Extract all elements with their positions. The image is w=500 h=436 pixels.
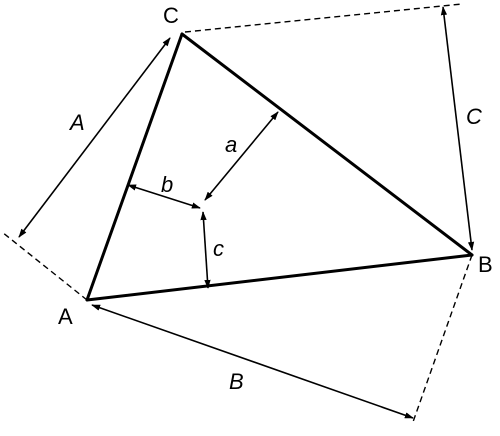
distance-label-b: b [161,172,173,197]
distance-label-c: c [213,236,224,261]
side-label-b: B [229,369,244,394]
construction-lines [1,3,473,423]
side-label-c: C [466,104,482,129]
dimension-arrow-side-a [18,37,171,238]
edge-a-c [85,32,184,302]
interior-distances [127,111,279,289]
side-label-a: A [68,110,85,135]
distance-arrow-a [204,111,279,201]
dimension-arrow-side-c [440,6,475,251]
dash-b-to-bottom [412,254,473,423]
edge-c-b [180,32,474,257]
dimension-arrow-side-b [91,304,414,419]
vertex-label-c: C [163,3,179,28]
triangle [85,32,474,302]
vertex-label-a: A [58,304,73,329]
distance-arrow-b [127,184,201,209]
edge-a-b [85,253,474,302]
side-dimensions [18,6,475,419]
dash-a-to-left [1,231,88,301]
dash-c-to-top-right [184,3,463,33]
distance-arrow-c [200,211,211,289]
distance-label-a: a [225,132,237,157]
vertex-label-b: B [478,252,493,277]
